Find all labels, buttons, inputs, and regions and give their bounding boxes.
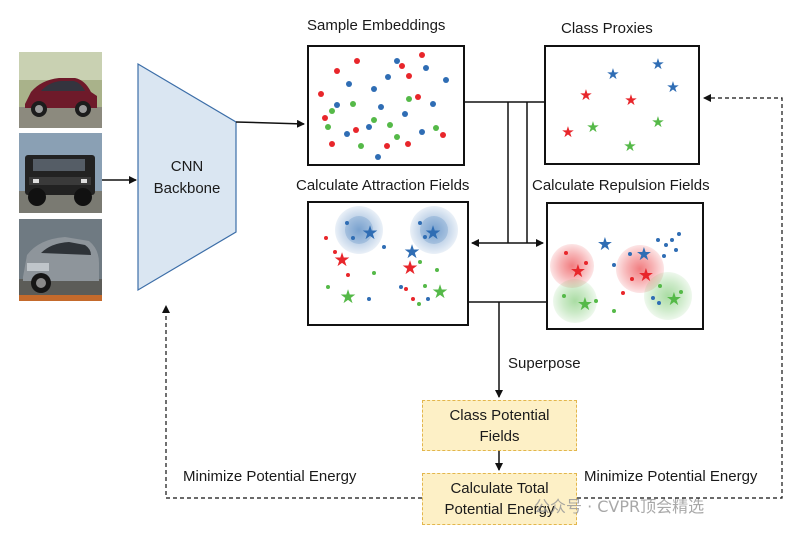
svg-text:★: ★ bbox=[651, 55, 664, 73]
cnn-label-line2: Backbone bbox=[153, 180, 221, 197]
attraction-fields-title: Calculate Attraction Fields bbox=[296, 177, 470, 194]
cnn-backbone-label: CNN Backbone bbox=[138, 156, 236, 200]
svg-text:★: ★ bbox=[597, 234, 613, 255]
sample-embeddings-title: Sample Embeddings bbox=[307, 17, 446, 34]
superpose-label: Superpose bbox=[508, 355, 581, 372]
svg-text:★: ★ bbox=[561, 123, 574, 141]
car-image-maroon-sedan bbox=[19, 52, 102, 128]
svg-text:★: ★ bbox=[570, 261, 586, 282]
class-proxies-panel: ★★★ ★★★ ★★★ bbox=[544, 45, 700, 165]
svg-text:★: ★ bbox=[403, 241, 420, 263]
class-proxies-title: Class Proxies bbox=[561, 20, 653, 37]
svg-text:★: ★ bbox=[579, 86, 592, 104]
svg-text:★: ★ bbox=[606, 65, 619, 83]
class-potential-fields-box: Class Potential Fields bbox=[422, 400, 577, 451]
svg-text:★: ★ bbox=[339, 286, 356, 308]
svg-text:★: ★ bbox=[666, 78, 679, 96]
svg-text:★: ★ bbox=[431, 281, 448, 303]
svg-text:★: ★ bbox=[651, 113, 664, 131]
svg-text:★: ★ bbox=[424, 222, 441, 244]
potential-fields-line1: Class Potential bbox=[449, 406, 550, 424]
car-image-black-suv bbox=[19, 133, 102, 213]
repulsion-fields-panel: ★★ ★★ ★★ bbox=[546, 202, 704, 330]
car-image-gray-suv bbox=[19, 219, 102, 301]
svg-text:★: ★ bbox=[577, 294, 593, 315]
svg-text:★: ★ bbox=[636, 244, 652, 265]
svg-text:★: ★ bbox=[638, 265, 654, 286]
total-energy-line2: Potential Energy bbox=[444, 501, 555, 518]
total-potential-energy-box: Calculate Total Potential Energy bbox=[422, 473, 577, 525]
svg-text:★: ★ bbox=[401, 257, 418, 279]
attraction-fields-panel: ★★★ ★★ ★★ bbox=[307, 201, 469, 326]
svg-text:★: ★ bbox=[624, 91, 637, 109]
cnn-backbone-shape bbox=[137, 62, 237, 292]
svg-text:★: ★ bbox=[586, 118, 599, 136]
total-energy-line1: Calculate Total bbox=[450, 480, 549, 497]
svg-text:★: ★ bbox=[361, 222, 378, 244]
potential-fields-line2: Fields bbox=[479, 427, 520, 445]
minimize-energy-right-label: Minimize Potential Energy bbox=[584, 468, 758, 485]
watermark: 公众号 · CVPR顶会精选 bbox=[534, 497, 705, 516]
minimize-energy-left-label: Minimize Potential Energy bbox=[183, 468, 357, 485]
sample-embeddings-panel bbox=[307, 45, 465, 166]
repulsion-fields-title: Calculate Repulsion Fields bbox=[532, 177, 710, 194]
svg-text:★: ★ bbox=[623, 137, 636, 155]
cnn-label-line1: CNN bbox=[170, 158, 204, 175]
svg-text:★: ★ bbox=[333, 249, 350, 271]
